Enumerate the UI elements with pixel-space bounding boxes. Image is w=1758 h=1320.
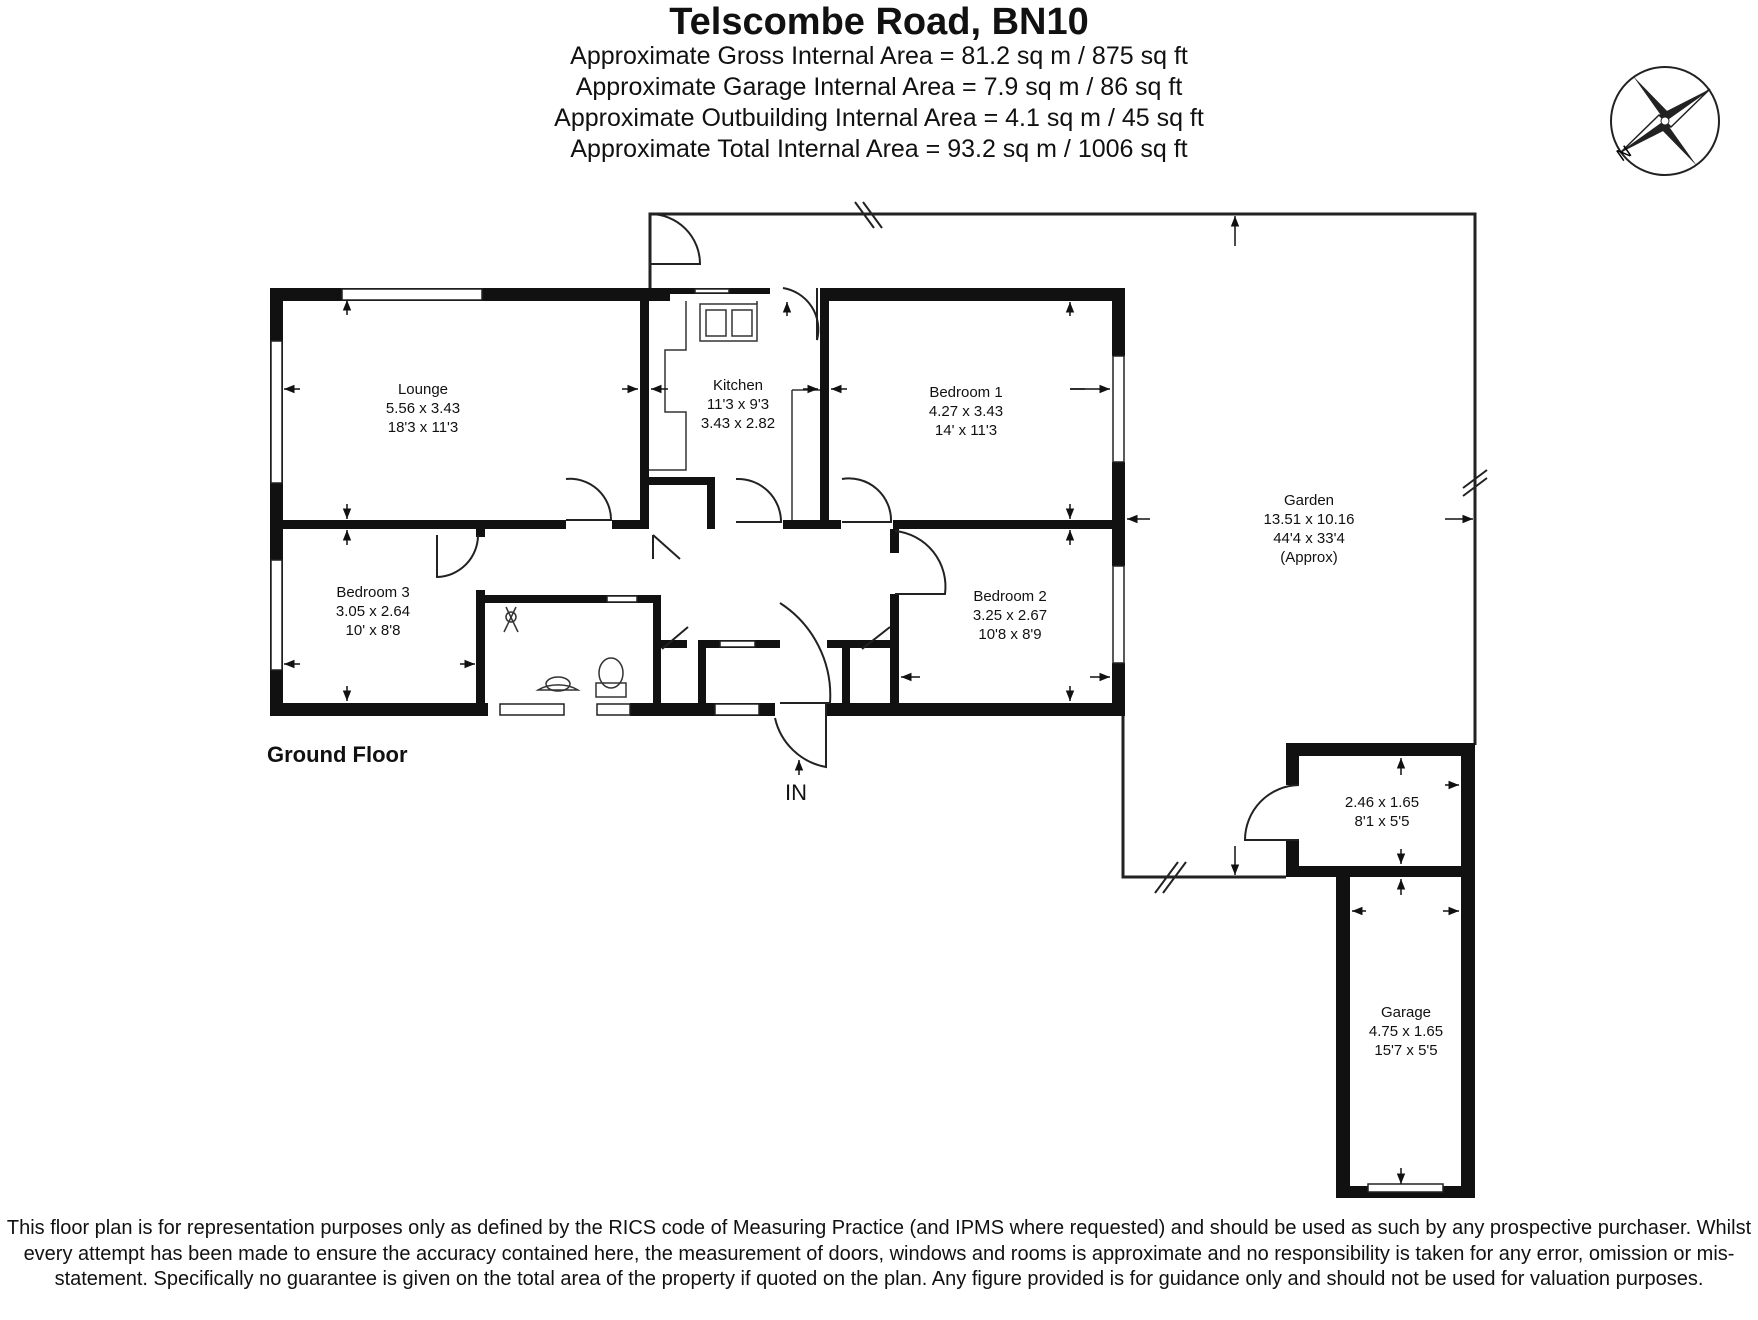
garden-name: Garden — [1284, 492, 1334, 509]
lounge-metric: 5.56 x 3.43 — [386, 400, 460, 417]
total-area-text: Approximate Total Internal Area = 93.2 s… — [570, 135, 1188, 163]
disclaimer-text: This floor plan is for representation pu… — [6, 1217, 1752, 1290]
bedroom1-metric: 4.27 x 3.43 — [929, 403, 1003, 420]
garden-imperial: 44'4 x 33'4 — [1273, 530, 1345, 547]
outbuilding-metric: 2.46 x 1.65 — [1345, 794, 1419, 811]
outbuilding-area-text: Approximate Outbuilding Internal Area = … — [554, 104, 1204, 132]
outbuilding-imperial: 8'1 x 5'5 — [1355, 813, 1410, 830]
gross-area-text: Approximate Gross Internal Area = 81.2 s… — [570, 42, 1188, 70]
floor-label: Ground Floor — [267, 742, 408, 767]
house-walls — [270, 288, 1125, 716]
bedroom2-name: Bedroom 2 — [973, 588, 1046, 605]
plan-title: Telscombe Road, BN10 — [669, 1, 1089, 43]
garage-area-text: Approximate Garage Internal Area = 7.9 s… — [575, 73, 1183, 101]
bedroom1-imperial: 14' x 11'3 — [935, 422, 997, 439]
kitchen-imperial: 11'3 x 9'3 — [707, 396, 769, 413]
garage-name: Garage — [1381, 1004, 1431, 1021]
windows — [270, 288, 1125, 716]
bedroom1-name: Bedroom 1 — [929, 384, 1002, 401]
lounge-imperial: 18'3 x 11'3 — [388, 419, 459, 436]
outbuilding-door — [1243, 784, 1300, 841]
garage-metric: 4.75 x 1.65 — [1369, 1023, 1443, 1040]
bedroom3-name: Bedroom 3 — [336, 584, 409, 601]
doors — [436, 213, 947, 769]
bedroom2-metric: 3.25 x 2.67 — [973, 607, 1047, 624]
break-marks — [854, 201, 1488, 894]
garage-door — [1367, 1183, 1444, 1193]
garden-note: (Approx) — [1280, 549, 1338, 566]
bedroom3-imperial: 10' x 8'8 — [346, 622, 401, 639]
lounge-name: Lounge — [398, 381, 448, 398]
kitchen-metric: 3.43 x 2.82 — [701, 415, 775, 432]
bedroom3-metric: 3.05 x 2.64 — [336, 603, 410, 620]
kitchen-fittings — [649, 301, 820, 520]
compass-rose-icon: N — [1610, 66, 1720, 176]
garden-boundary — [648, 212, 1477, 879]
outbuilding-walls — [1286, 743, 1475, 877]
entrance-label: IN — [785, 780, 807, 805]
garage-imperial: 15'7 x 5'5 — [1374, 1042, 1437, 1059]
dimension-arrows — [284, 216, 1473, 1184]
bedroom2-imperial: 10'8 x 8'9 — [978, 626, 1041, 643]
kitchen-name: Kitchen — [713, 377, 763, 394]
room-labels: Lounge 5.56 x 3.43 18'3 x 11'3 Kitchen 1… — [336, 377, 1443, 1059]
garden-metric: 13.51 x 10.16 — [1264, 511, 1355, 528]
bathroom-fittings — [503, 606, 627, 698]
